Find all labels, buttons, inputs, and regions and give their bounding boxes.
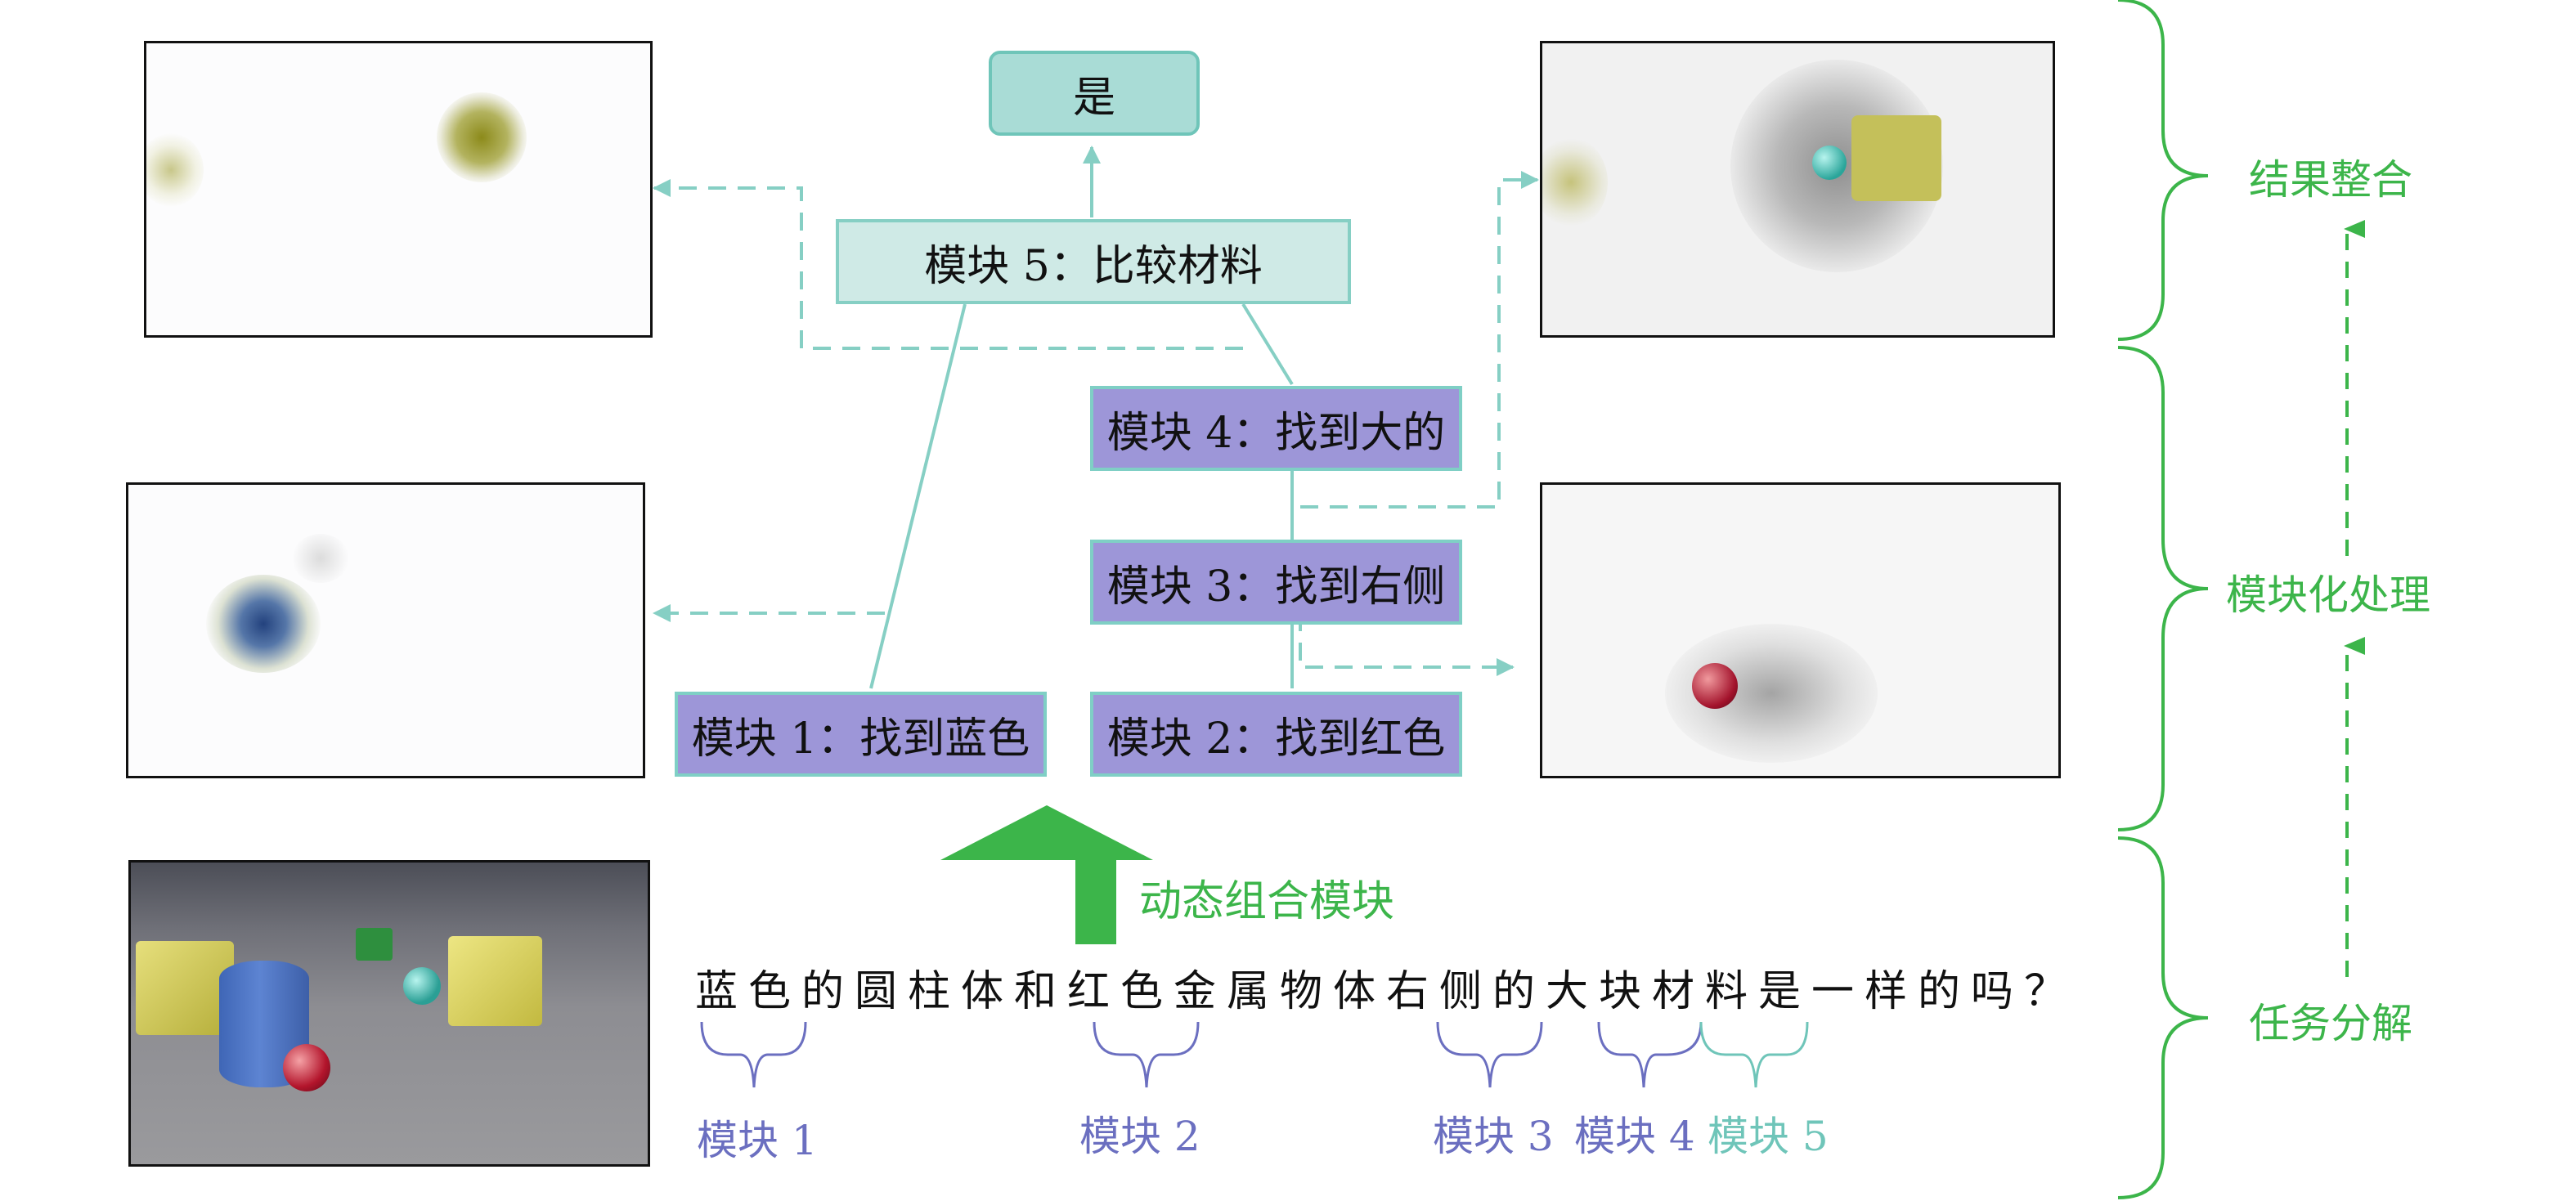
module-3-find-right: 模块 3：找到右侧 xyxy=(1090,540,1462,625)
attention-map-module-3 xyxy=(1540,482,2061,778)
module-connectors xyxy=(869,146,1294,689)
teal-sphere-icon xyxy=(1812,146,1847,180)
attention-map-module-5 xyxy=(144,41,653,338)
stage-task-decomposition: 任务分解 xyxy=(2249,1000,2412,1047)
green-cube-icon xyxy=(356,928,393,961)
module-2-find-red: 模块 2：找到红色 xyxy=(1090,692,1462,777)
token-label-module-2: 模块 2 xyxy=(1079,1113,1200,1160)
yellow-cube-left-icon xyxy=(136,941,234,1035)
blue-attention-blob xyxy=(206,575,321,673)
yellow-attention-blob xyxy=(437,92,527,182)
yellow-attention-blob-left xyxy=(146,133,204,207)
yellow-cube-right-icon xyxy=(448,936,542,1026)
stage-modular-processing: 模块化处理 xyxy=(2226,571,2430,619)
answer-node: 是 xyxy=(989,51,1200,136)
attention-map-module-1 xyxy=(126,482,645,778)
red-sphere-icon xyxy=(283,1044,330,1091)
stage-braces xyxy=(2117,0,2209,1199)
attention-map-module-4 xyxy=(1540,41,2055,338)
stage-result-integration: 结果整合 xyxy=(2249,156,2412,204)
yellow-attention-blob-left xyxy=(1542,137,1608,227)
dynamic-assembly-label: 动态组合模块 xyxy=(1139,877,1395,926)
token-label-module-1: 模块 1 xyxy=(697,1117,818,1164)
yellow-cube-icon xyxy=(1851,115,1941,201)
token-label-module-5: 模块 5 xyxy=(1708,1113,1829,1160)
scene-image xyxy=(128,860,650,1167)
module-1-find-blue: 模块 1：找到蓝色 xyxy=(675,692,1047,777)
attention-arrows xyxy=(653,171,1539,676)
question-text: 蓝色的圆柱体和红色金属物体右侧的大块材料是一样的吗？ xyxy=(695,967,2078,1016)
token-label-module-3: 模块 3 xyxy=(1433,1113,1554,1160)
module-5-compare-material: 模块 5：比较材料 xyxy=(836,219,1351,304)
big-green-arrow xyxy=(940,805,1153,944)
red-sphere-icon xyxy=(1692,663,1738,709)
module-4-find-large: 模块 4：找到大的 xyxy=(1090,386,1462,471)
token-braces xyxy=(700,1021,1703,1088)
teal-sphere-icon xyxy=(403,967,441,1005)
token-label-module-4: 模块 4 xyxy=(1574,1113,1695,1160)
token-brace-teal xyxy=(1699,1021,1809,1088)
faint-blob xyxy=(292,534,349,583)
